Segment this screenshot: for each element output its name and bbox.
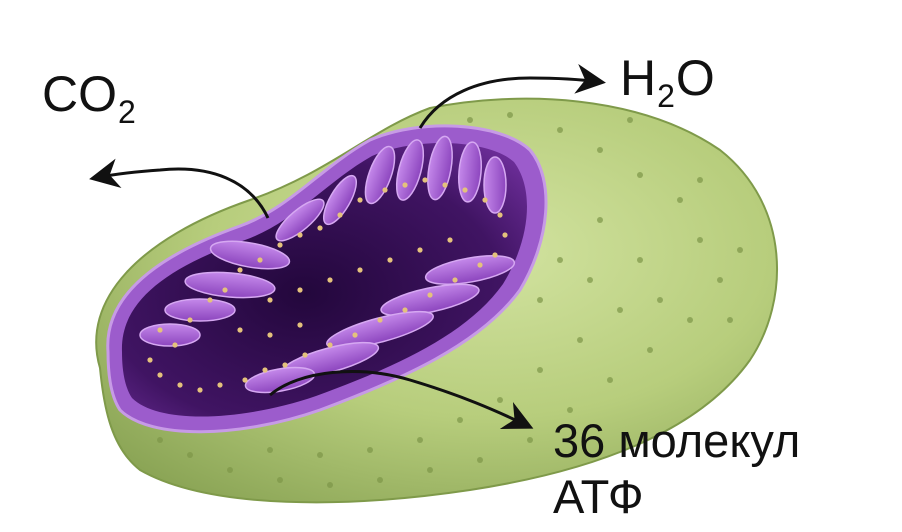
membrane-dot <box>717 277 723 283</box>
granule <box>382 187 387 192</box>
membrane-dot <box>157 437 163 443</box>
membrane-dot <box>597 217 603 223</box>
granule <box>502 232 507 237</box>
membrane-dot <box>417 437 423 443</box>
granule <box>452 277 457 282</box>
granule <box>317 225 322 230</box>
membrane-dot <box>227 467 233 473</box>
granule <box>402 307 407 312</box>
granule <box>267 332 272 337</box>
membrane-dot <box>637 257 643 263</box>
granule <box>442 182 447 187</box>
granule <box>262 367 267 372</box>
membrane-dot <box>267 447 273 453</box>
granule <box>222 287 227 292</box>
membrane-dot <box>697 237 703 243</box>
granule <box>327 342 332 347</box>
granule <box>197 387 202 392</box>
granule <box>257 257 262 262</box>
granule <box>377 317 382 322</box>
granule <box>207 297 212 302</box>
granule <box>242 377 247 382</box>
membrane-dot <box>727 317 733 323</box>
membrane-dot <box>367 447 373 453</box>
granule <box>237 267 242 272</box>
membrane-dot <box>497 397 503 403</box>
crista <box>484 157 506 213</box>
granule <box>187 317 192 322</box>
membrane-dot <box>537 367 543 373</box>
granule <box>297 287 302 292</box>
granule <box>217 382 222 387</box>
granule <box>477 262 482 267</box>
membrane-dot <box>527 437 533 443</box>
granule <box>267 297 272 302</box>
membrane-dot <box>467 117 473 123</box>
membrane-dot <box>737 247 743 253</box>
co2-label: CO2 <box>42 66 137 128</box>
membrane-dot <box>187 452 193 458</box>
membrane-dot <box>327 482 333 488</box>
granule <box>462 187 467 192</box>
granule <box>237 327 242 332</box>
granule <box>297 322 302 327</box>
membrane-dot <box>577 337 583 343</box>
granule <box>172 342 177 347</box>
granule <box>387 257 392 262</box>
membrane-dot <box>557 257 563 263</box>
granule <box>327 277 332 282</box>
granule <box>282 362 287 367</box>
granule <box>157 372 162 377</box>
crista <box>140 324 200 346</box>
granule <box>402 182 407 187</box>
membrane-dot <box>647 347 653 353</box>
granule <box>357 197 362 202</box>
atp-count-label: 36 молекул <box>553 414 800 468</box>
granule <box>147 357 152 362</box>
membrane-dot <box>427 467 433 473</box>
membrane-dot <box>637 172 643 178</box>
membrane-dot <box>607 377 613 383</box>
granule <box>357 267 362 272</box>
granule <box>337 212 342 217</box>
granule <box>352 332 357 337</box>
membrane-dot <box>477 457 483 463</box>
membrane-dot <box>557 127 563 133</box>
membrane-dot <box>657 297 663 303</box>
membrane-dot <box>377 477 383 483</box>
granule <box>422 177 427 182</box>
crista <box>165 299 235 321</box>
granule <box>447 237 452 242</box>
membrane-dot <box>457 417 463 423</box>
granule <box>277 242 282 247</box>
membrane-dot <box>277 477 283 483</box>
granule <box>497 212 502 217</box>
membrane-dot <box>567 407 573 413</box>
granule <box>302 352 307 357</box>
membrane-dot <box>507 112 513 118</box>
membrane-dot <box>617 307 623 313</box>
membrane-dot <box>677 197 683 203</box>
granule <box>297 232 302 237</box>
membrane-dot <box>627 117 633 123</box>
atp-label: АТФ <box>553 470 644 524</box>
granule <box>177 382 182 387</box>
membrane-dot <box>597 147 603 153</box>
h2o-label: H2O <box>620 50 715 112</box>
membrane-dot <box>317 452 323 458</box>
granule <box>492 252 497 257</box>
membrane-dot <box>587 277 593 283</box>
granule <box>157 327 162 332</box>
granule <box>417 247 422 252</box>
membrane-dot <box>687 317 693 323</box>
granule <box>482 197 487 202</box>
granule <box>427 292 432 297</box>
membrane-dot <box>697 177 703 183</box>
membrane-dot <box>537 297 543 303</box>
